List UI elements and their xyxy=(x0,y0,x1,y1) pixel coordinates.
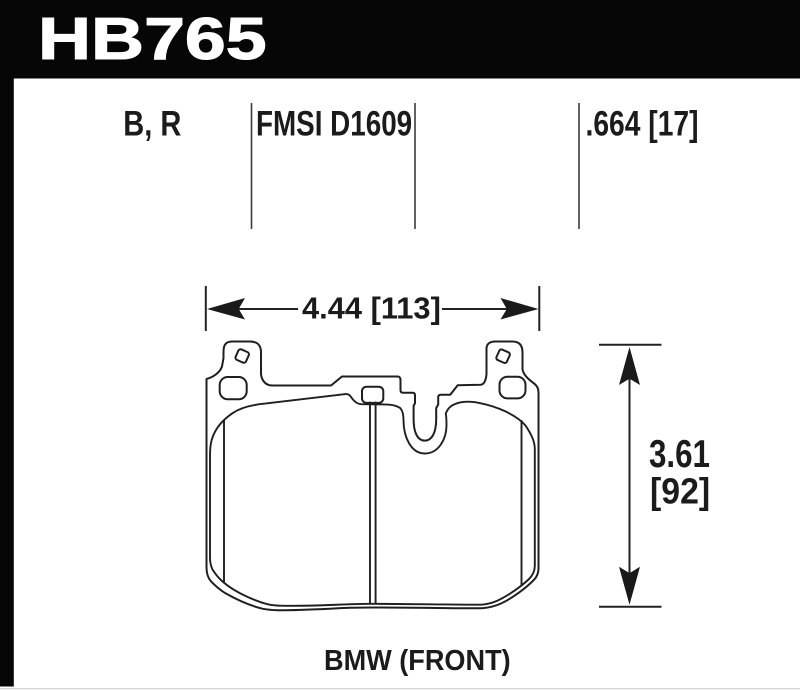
svg-text:BMW (FRONT): BMW (FRONT) xyxy=(324,644,511,676)
svg-text:.664 [17]: .664 [17] xyxy=(586,104,699,144)
svg-text:4.44 [113]: 4.44 [113] xyxy=(302,290,441,325)
svg-text:3.61: 3.61 xyxy=(649,433,710,476)
svg-text:B, R: B, R xyxy=(123,104,181,143)
svg-text:FMSI D1609: FMSI D1609 xyxy=(256,103,412,143)
svg-text:HB765: HB765 xyxy=(38,7,267,73)
svg-text:[92]: [92] xyxy=(650,472,710,512)
